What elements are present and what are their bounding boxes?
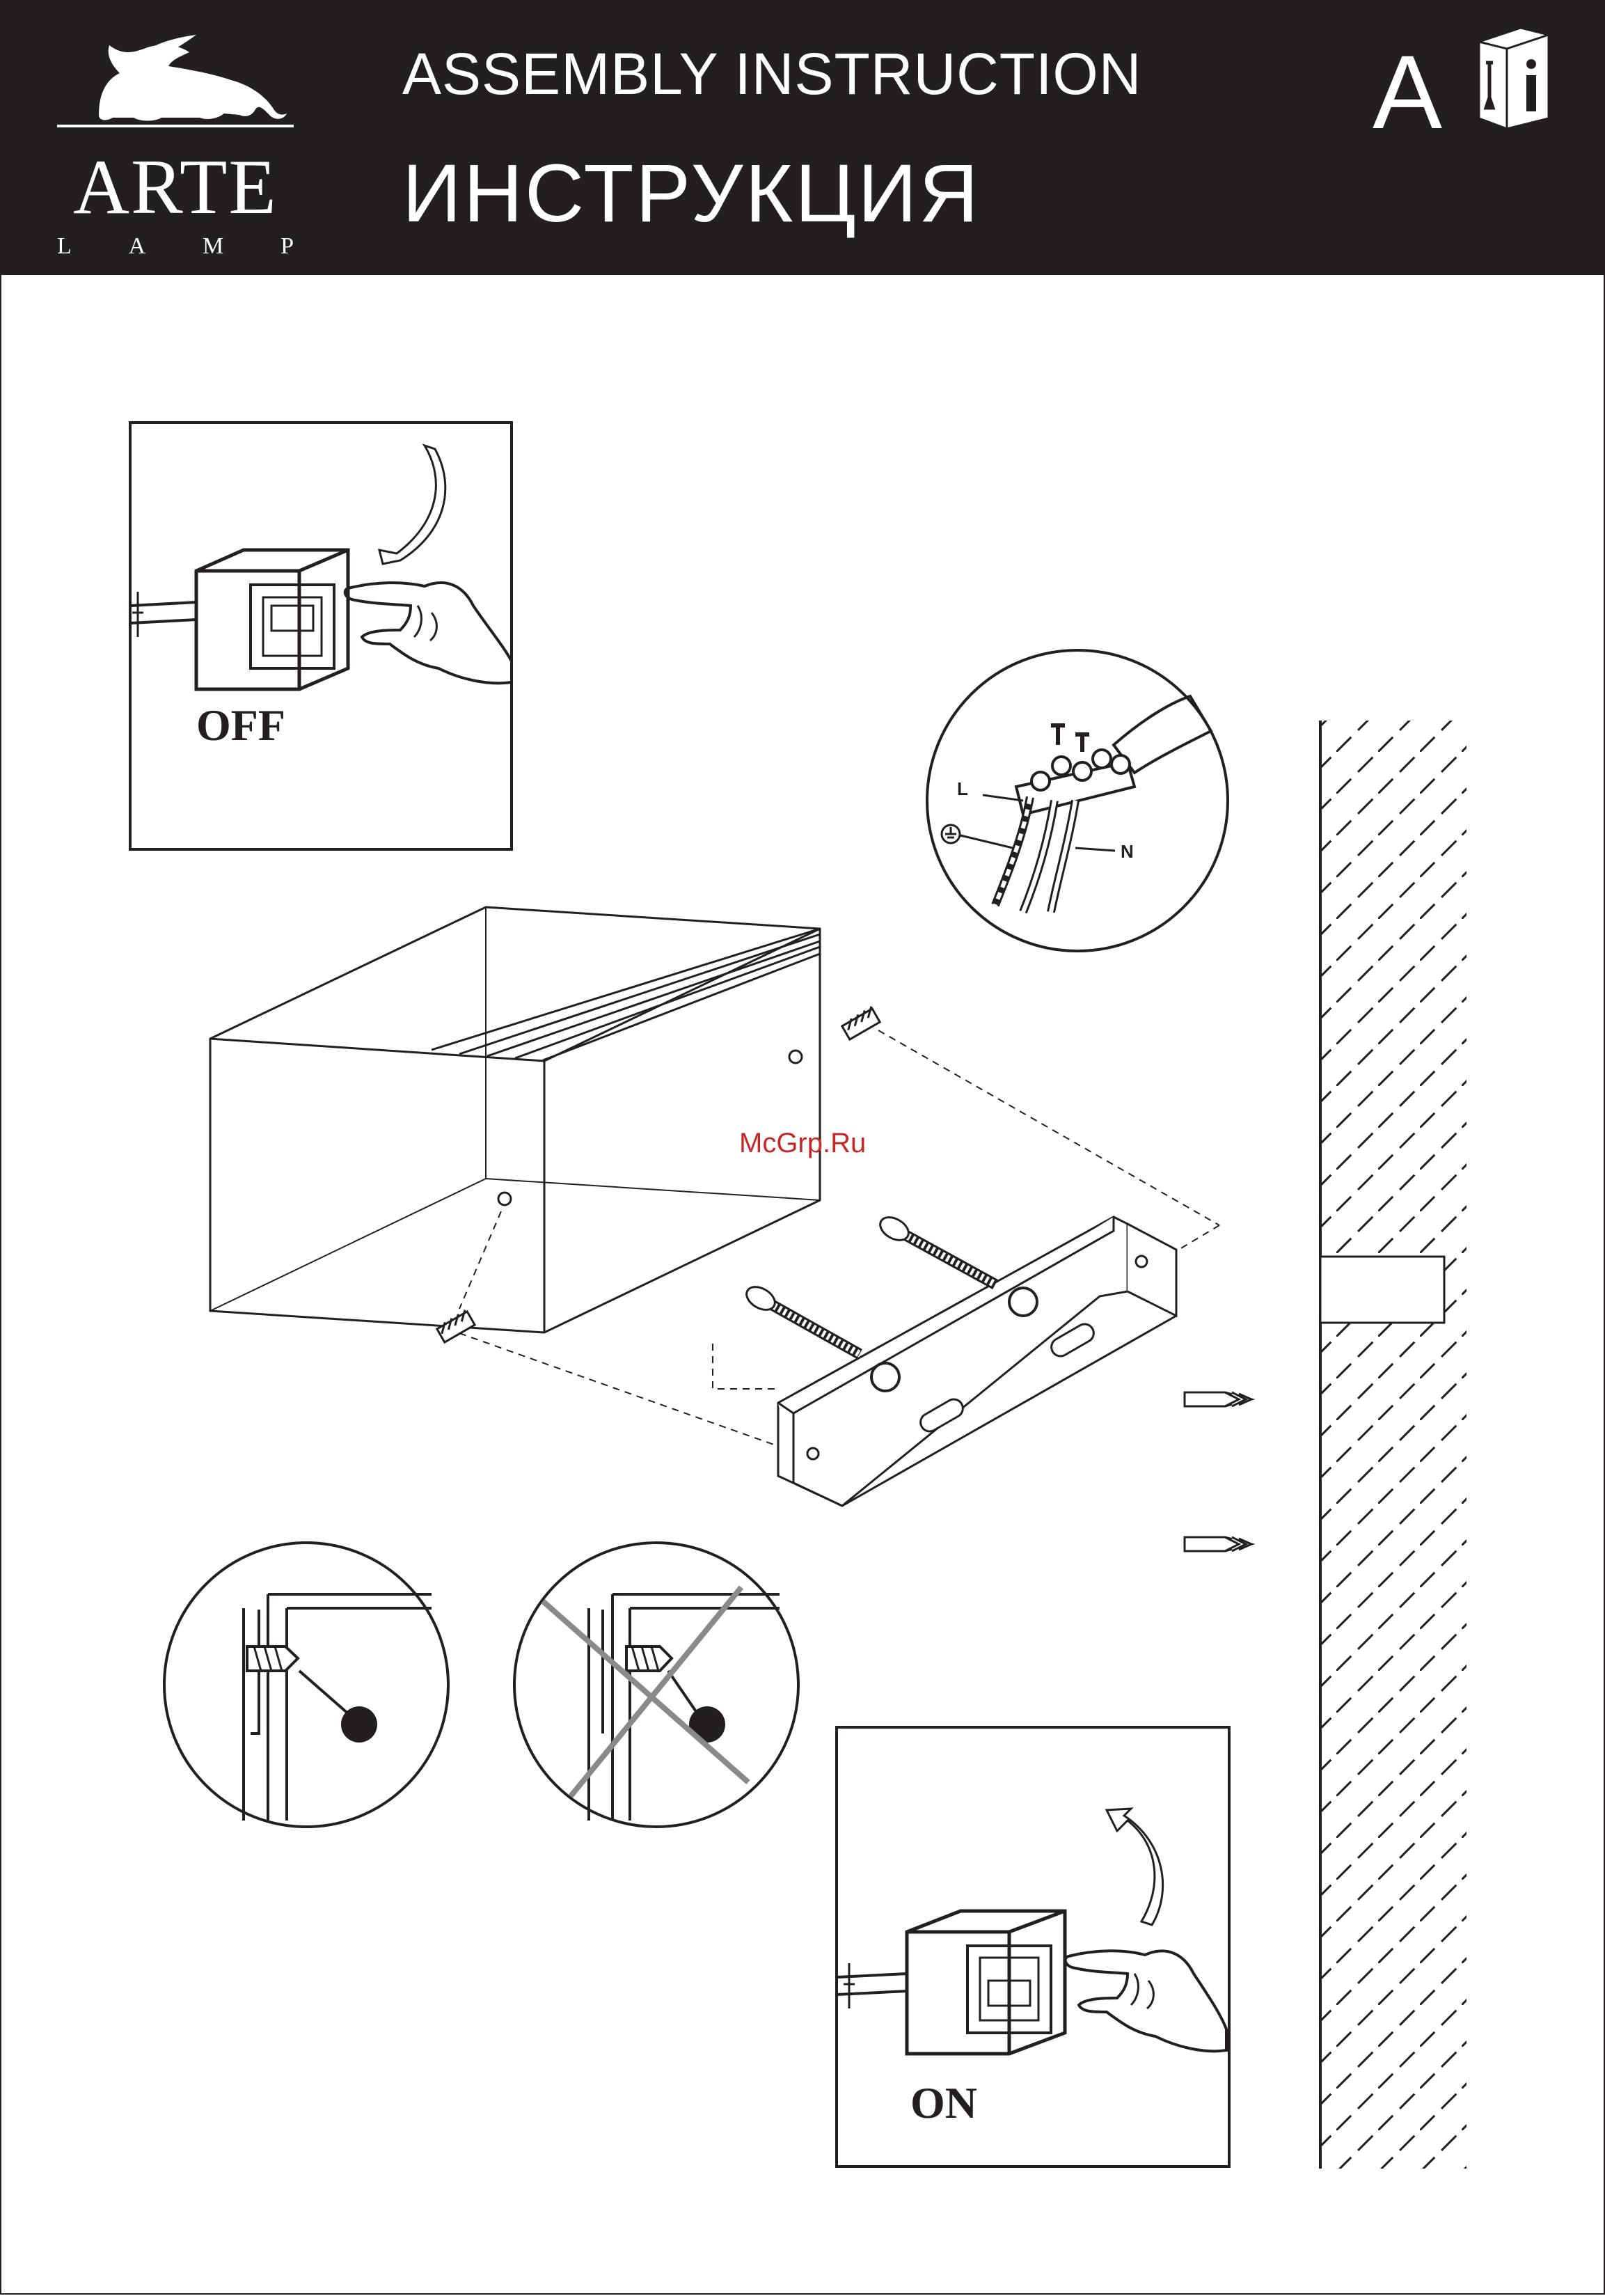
wall-switch-icon (837, 1911, 1065, 2054)
curved-arrow-down-icon (379, 446, 445, 564)
switch-on-panel (837, 1727, 1229, 2167)
switch-on-label: ON (910, 2077, 977, 2129)
mounting-bracket (778, 1217, 1176, 1506)
watermark-text: McGrp.Ru (739, 1128, 866, 1159)
incorrect-mounting-detail (514, 1543, 798, 1827)
wiring-detail (927, 650, 1228, 951)
earth-ground-icon (942, 825, 960, 843)
wall-switch-icon (131, 550, 348, 689)
switch-off-panel (130, 423, 512, 849)
switch-off-label: OFF (196, 700, 285, 751)
correct-mounting-detail (164, 1543, 448, 1827)
wall-anchor-icon (1185, 1392, 1251, 1551)
wall-section (1320, 721, 1466, 2169)
bolt-icon (437, 1007, 880, 1342)
neutral-wire-label: N (1121, 841, 1134, 863)
hand-pointer-icon (1066, 1951, 1226, 2051)
curved-arrow-up-icon (1107, 1809, 1163, 1925)
hand-pointer-icon (345, 583, 512, 683)
lamp-body (210, 907, 820, 1332)
live-wire-label: L (957, 778, 968, 800)
